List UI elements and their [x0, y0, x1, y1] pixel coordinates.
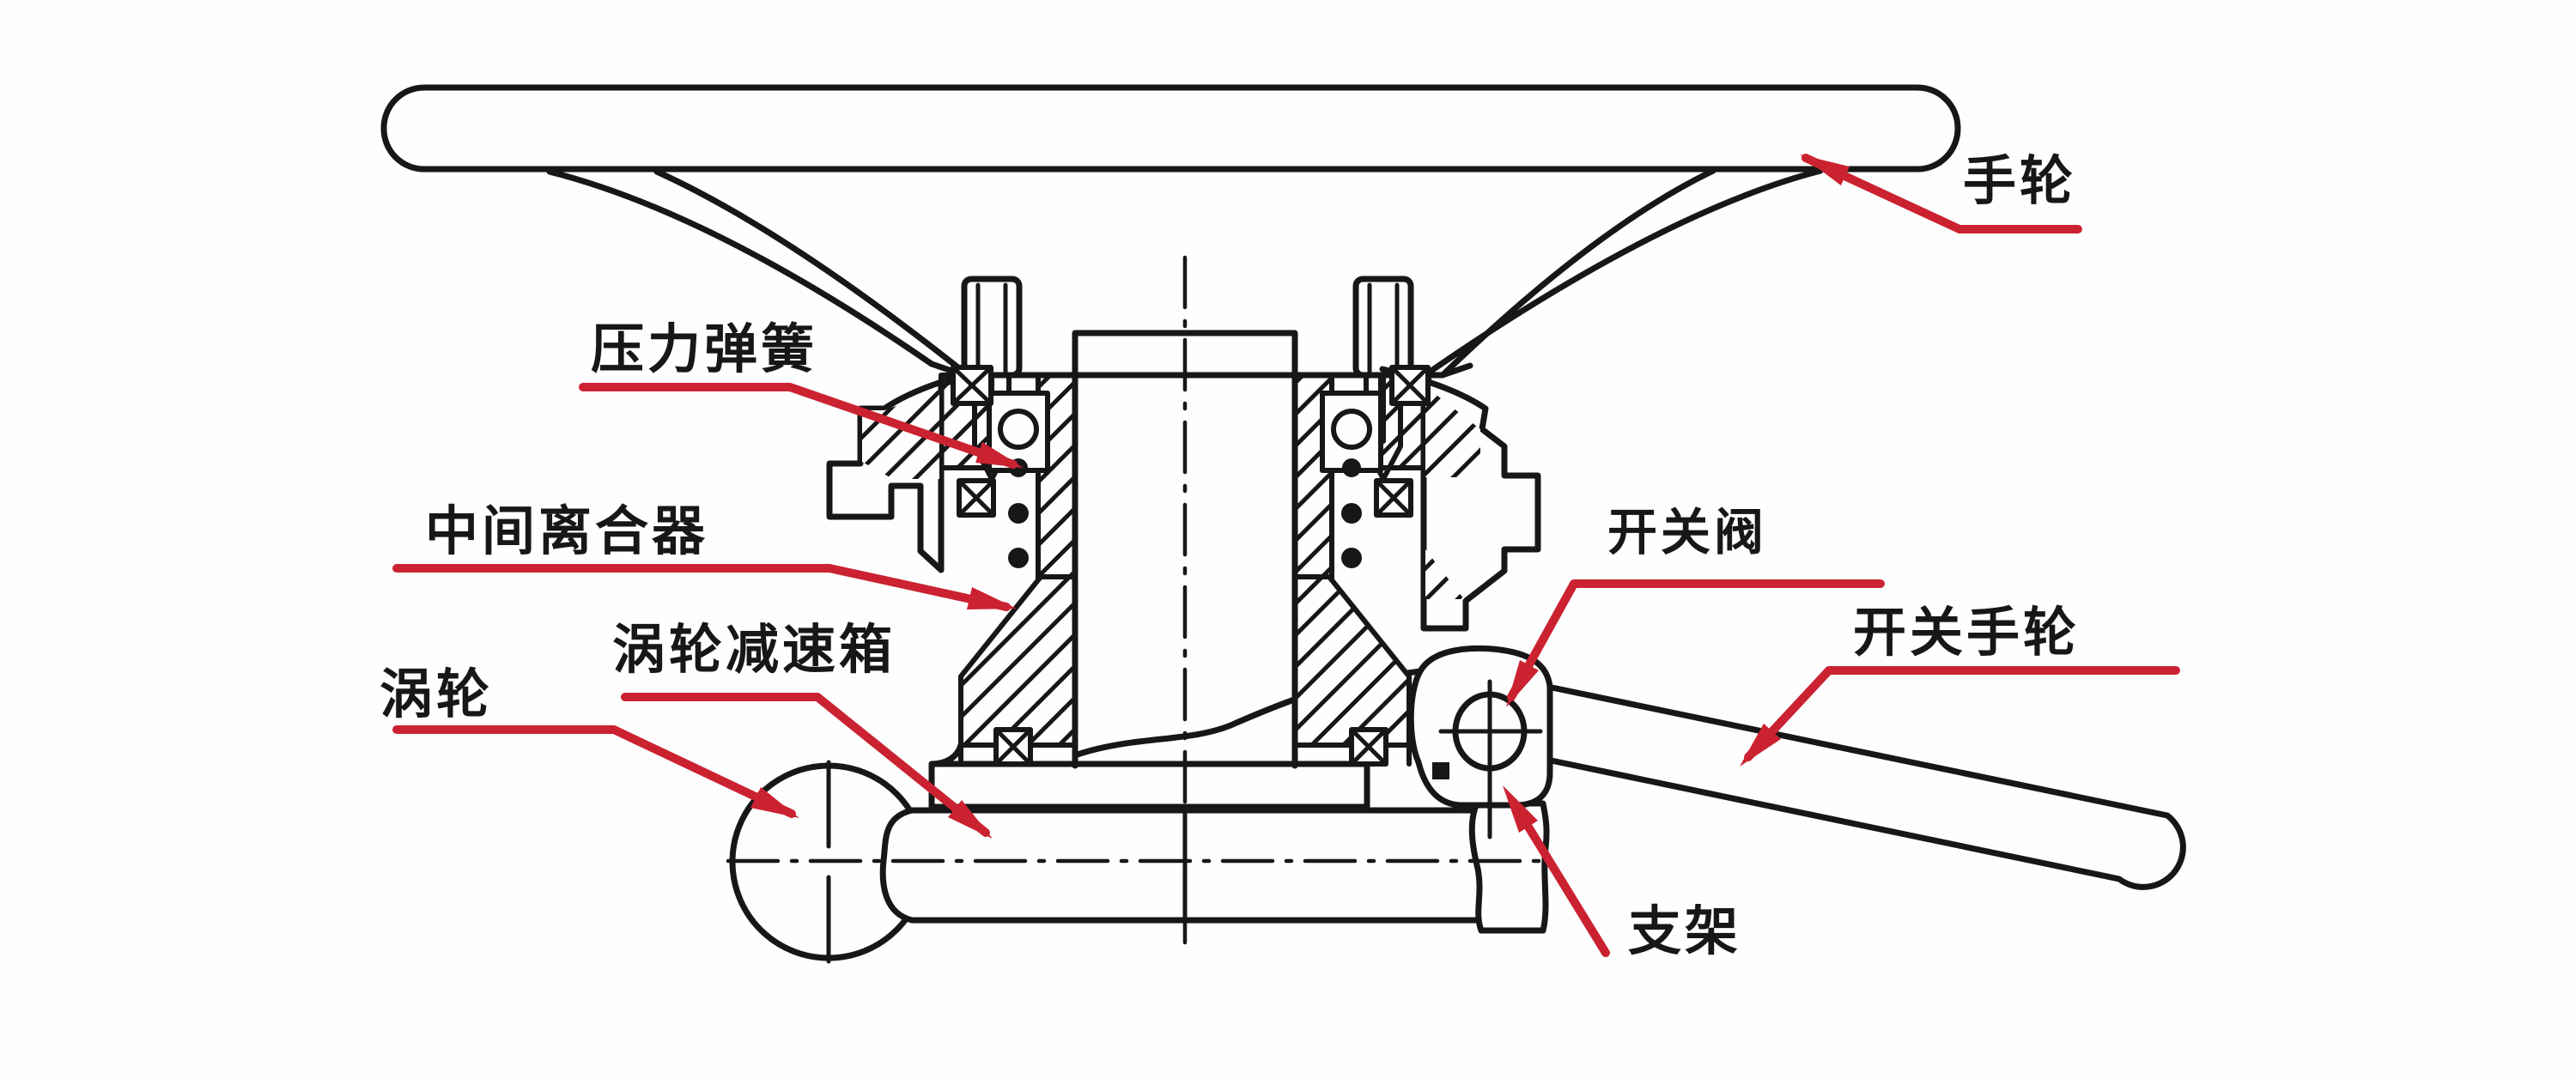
- arrowhead-intermediate-clutch: [967, 587, 1017, 609]
- spring-coil-dot: [1008, 548, 1029, 568]
- spring-coil-dot: [1341, 503, 1362, 524]
- mechanism-drawing: [380, 84, 2186, 964]
- leader-intermediate-clutch: [392, 564, 1011, 611]
- arrowhead-worm-gearbox: [948, 800, 993, 839]
- bearing-ball-right: [1331, 409, 1372, 450]
- handwheel-rim: [380, 84, 1961, 173]
- leader-pressure-spring: [579, 383, 1018, 469]
- leader-worm-gearbox: [621, 693, 990, 837]
- arrowhead-switch-handwheel: [1740, 724, 1781, 767]
- label-switch-handwheel: 开关手轮: [1853, 603, 2080, 663]
- clutch-bolt-splines: [975, 282, 1400, 378]
- handwheel-spokes: [546, 167, 1824, 385]
- label-intermediate-clutch: 中间离合器: [425, 502, 708, 561]
- leader-worm-wheel: [392, 725, 796, 818]
- hub-bore: [1072, 330, 1298, 769]
- clutch-bolt-head-right: [1352, 276, 1414, 379]
- switch-lever: [1536, 682, 2186, 890]
- leader-handwheel: [1801, 154, 2082, 233]
- worm-shaft-cylinder: [879, 807, 1537, 924]
- arrowhead-bracket: [1503, 785, 1538, 833]
- label-bracket: 支架: [1628, 903, 1741, 961]
- gearbox-plate: [928, 761, 1370, 810]
- cone-feet: [958, 743, 1412, 767]
- arrowhead-pressure-spring: [975, 442, 1024, 468]
- bearing-ball-left: [998, 409, 1039, 450]
- clutch-cone-right: [1292, 574, 1412, 748]
- label-switch-valve: 开关阀: [1607, 505, 1767, 561]
- valve-crosshair: [1438, 679, 1543, 840]
- bracket-body: [1468, 800, 1550, 934]
- part-labels: 手轮 压力弹簧 中间离合器 涡轮减速箱 涡轮 开关阀 开关手轮 支架: [380, 152, 2080, 961]
- label-handwheel: 手轮: [1963, 152, 2076, 211]
- spring-coil-dot: [1342, 458, 1361, 477]
- right-wing-hatch: [1425, 386, 1480, 599]
- arrowhead-switch-valve: [1506, 660, 1539, 707]
- label-pressure-spring: 压力弹簧: [591, 320, 817, 379]
- leader-switch-handwheel: [1744, 666, 2180, 761]
- leader-arrowheads: [750, 155, 1850, 839]
- clutch-bolt-head-left: [961, 276, 1023, 379]
- label-worm-wheel: 涡轮: [380, 665, 493, 724]
- leader-lines: [392, 154, 2180, 957]
- left-wing-hatch: [862, 390, 939, 479]
- leader-switch-valve: [1507, 579, 1885, 701]
- label-worm-gear-reducer: 涡轮减速箱: [612, 621, 896, 680]
- hub-top-plate: [928, 361, 1473, 379]
- spring-coil-dot: [1341, 548, 1362, 568]
- leader-bracket: [1509, 797, 1610, 957]
- valve-key-block: [1432, 762, 1449, 779]
- bearing-x-marks: [951, 365, 1431, 767]
- solid-details: [1008, 458, 1449, 779]
- spring-coil-dot: [1008, 503, 1029, 524]
- arrowhead-worm-wheel: [750, 787, 799, 818]
- arrowhead-handwheel: [1800, 155, 1850, 185]
